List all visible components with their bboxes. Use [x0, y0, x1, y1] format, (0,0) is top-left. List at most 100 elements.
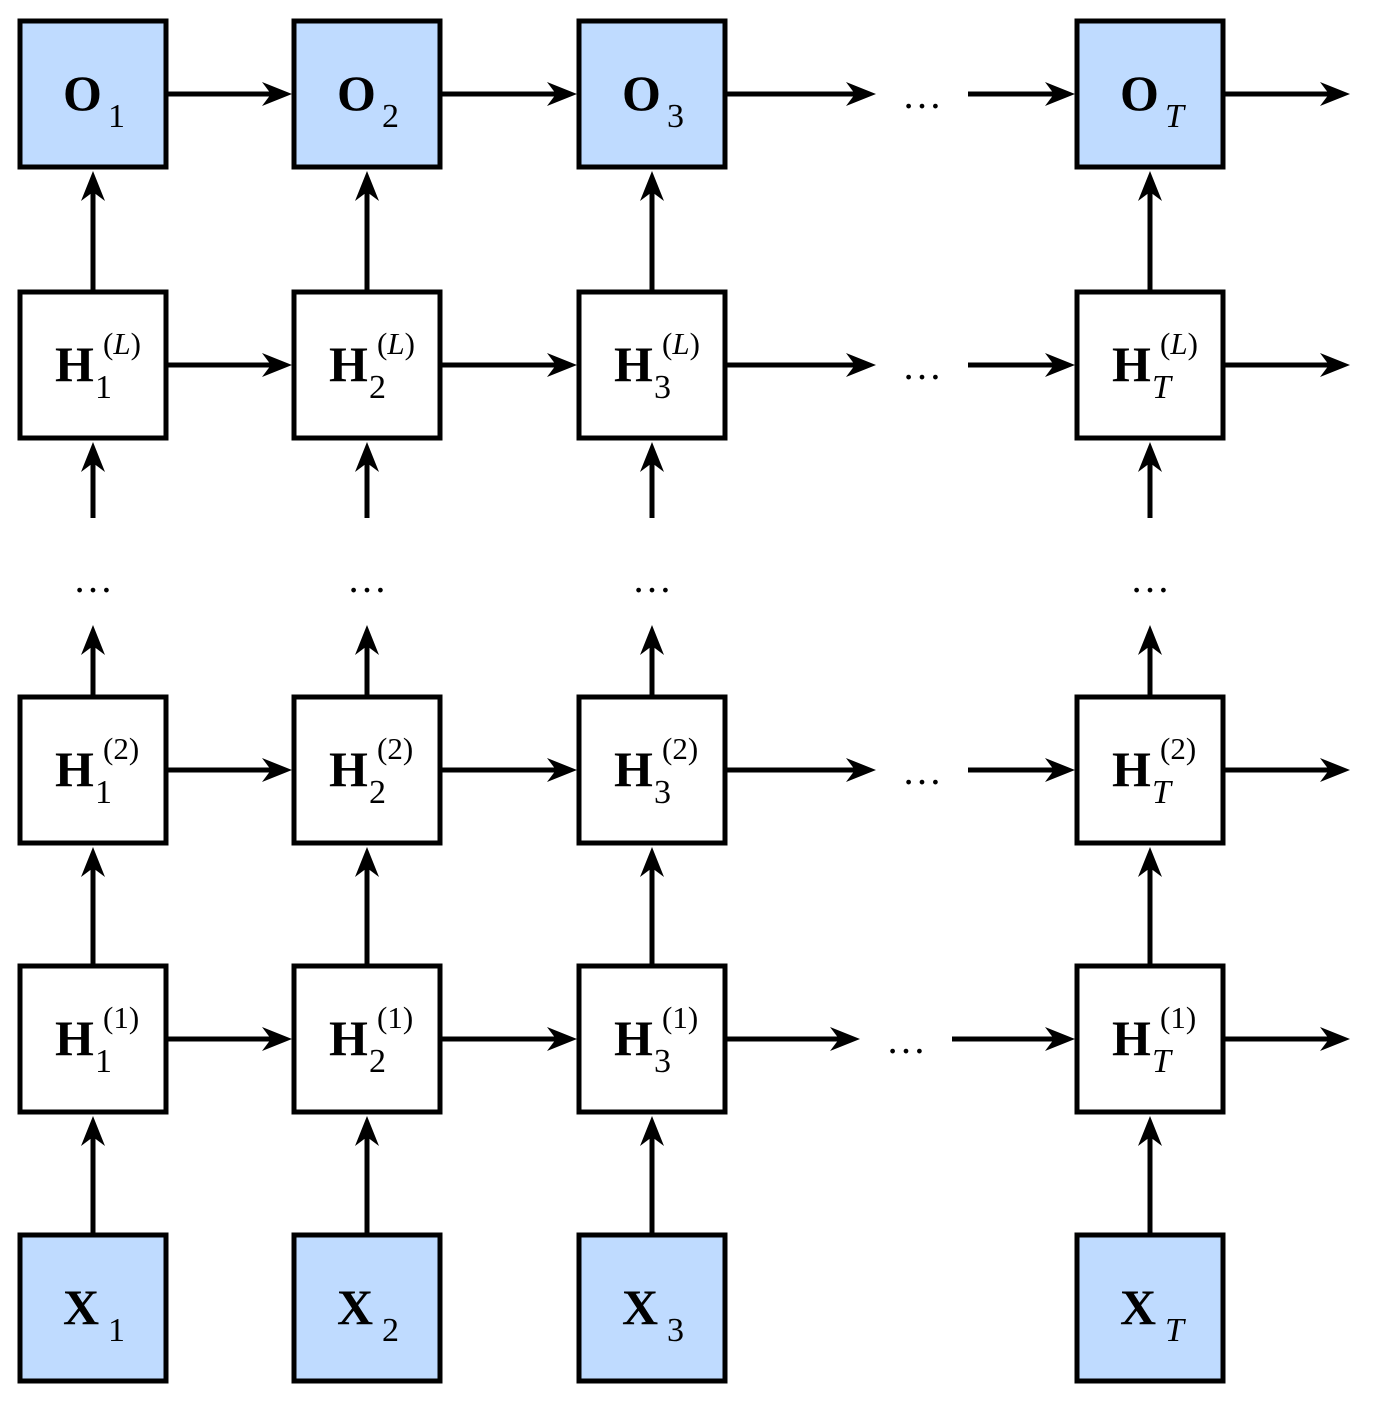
node-subscript: 3	[654, 1043, 671, 1080]
node-subscript: 2	[369, 369, 386, 406]
node-box	[1074, 1232, 1226, 1384]
node-superscript: (L)	[377, 326, 415, 361]
arrow-head	[81, 847, 105, 877]
arrow-head	[1138, 625, 1162, 655]
arrow-output-c0-c1	[166, 82, 292, 106]
arrow-hidden_2-c1-c2	[440, 758, 577, 782]
node-box	[576, 18, 728, 170]
node-subscript: T	[1165, 98, 1186, 135]
node-box	[1074, 18, 1226, 170]
arrow-head	[547, 758, 577, 782]
arrow-head	[1320, 1027, 1350, 1051]
arrow-head	[1045, 758, 1075, 782]
node-superscript: (2)	[1160, 731, 1196, 766]
arrow-head	[355, 625, 379, 655]
node-box	[17, 18, 169, 170]
node-box	[291, 963, 443, 1115]
node-symbol: O	[337, 65, 376, 121]
arrow-head	[1045, 82, 1075, 106]
node-box	[576, 1232, 728, 1384]
node-subscript: 3	[654, 774, 671, 811]
node-symbol: H	[1112, 1010, 1151, 1066]
arrow-head	[1045, 1027, 1075, 1051]
arrow-head	[262, 758, 292, 782]
arrow-head	[830, 1027, 860, 1051]
arrow-hidden_2-c0-c1	[166, 758, 292, 782]
node-superscript: (1)	[662, 1000, 698, 1035]
arrow-hidden_2-c2-gap	[725, 758, 876, 782]
arrow-hidden_1-c0-c1	[166, 1027, 292, 1051]
node-subscript: 3	[654, 369, 671, 406]
node-box	[291, 18, 443, 170]
arrow-head	[262, 82, 292, 106]
node-subscript: T	[1152, 369, 1173, 406]
arrow-head	[1045, 353, 1075, 377]
node-symbol: H	[1112, 741, 1151, 797]
node-subscript: 2	[382, 98, 399, 135]
arrow-head	[846, 758, 876, 782]
ellipsis-horizontal-hidden_L: …	[902, 343, 942, 388]
ellipsis-vertical-1: …	[347, 556, 387, 601]
node-box	[1074, 694, 1226, 846]
arrow-head	[547, 1027, 577, 1051]
node-subscript: 1	[108, 1312, 125, 1349]
arrow-to-hL-1	[355, 442, 379, 518]
arrow-hidden_2-cT-out	[1223, 758, 1350, 782]
arrow-hidden_L-gap-cT	[968, 353, 1075, 377]
arrow-hL-to-o-0	[81, 171, 105, 292]
arrow-to-hL-2	[640, 442, 664, 518]
node-box	[17, 963, 169, 1115]
node-symbol: H	[329, 336, 368, 392]
arrow-h2-up-1	[355, 625, 379, 697]
node-box	[291, 1232, 443, 1384]
arrow-h2-up-2	[640, 625, 664, 697]
arrow-head	[81, 171, 105, 201]
arrow-head	[640, 171, 664, 201]
arrow-head	[1138, 442, 1162, 472]
node-symbol: X	[1120, 1279, 1156, 1335]
ellipsis-horizontal-output: …	[902, 72, 942, 117]
arrow-head	[640, 625, 664, 655]
node-superscript: (1)	[377, 1000, 413, 1035]
arrow-h1-to-h2-2	[640, 847, 664, 966]
node-symbol: H	[329, 1010, 368, 1066]
node-subscript: T	[1165, 1312, 1186, 1349]
node-symbol: H	[55, 1010, 94, 1066]
node-subscript: T	[1152, 1043, 1173, 1080]
arrow-head	[355, 1116, 379, 1146]
arrow-output-cT-out	[1223, 82, 1350, 106]
node-subscript: 1	[95, 369, 112, 406]
node-symbol: H	[614, 1010, 653, 1066]
node-box	[1074, 289, 1226, 441]
node-superscript: (L)	[1160, 326, 1198, 361]
node-box	[17, 289, 169, 441]
node-symbol: O	[622, 65, 661, 121]
node-subscript: 1	[95, 1043, 112, 1080]
node-box	[17, 1232, 169, 1384]
node-symbol: H	[614, 336, 653, 392]
arrow-hidden_L-c2-gap	[725, 353, 876, 377]
node-superscript: (L)	[662, 326, 700, 361]
node-symbol: H	[55, 741, 94, 797]
arrow-x-to-h1-3	[1138, 1116, 1162, 1235]
node-symbol: H	[55, 336, 94, 392]
arrow-head	[355, 171, 379, 201]
node-subscript: 1	[95, 774, 112, 811]
arrow-head	[1320, 758, 1350, 782]
ellipsis-layer: ……………………	[73, 72, 1170, 1062]
arrow-x-to-h1-0	[81, 1116, 105, 1235]
arrow-head	[81, 1116, 105, 1146]
arrow-hidden_1-cT-out	[1223, 1027, 1350, 1051]
